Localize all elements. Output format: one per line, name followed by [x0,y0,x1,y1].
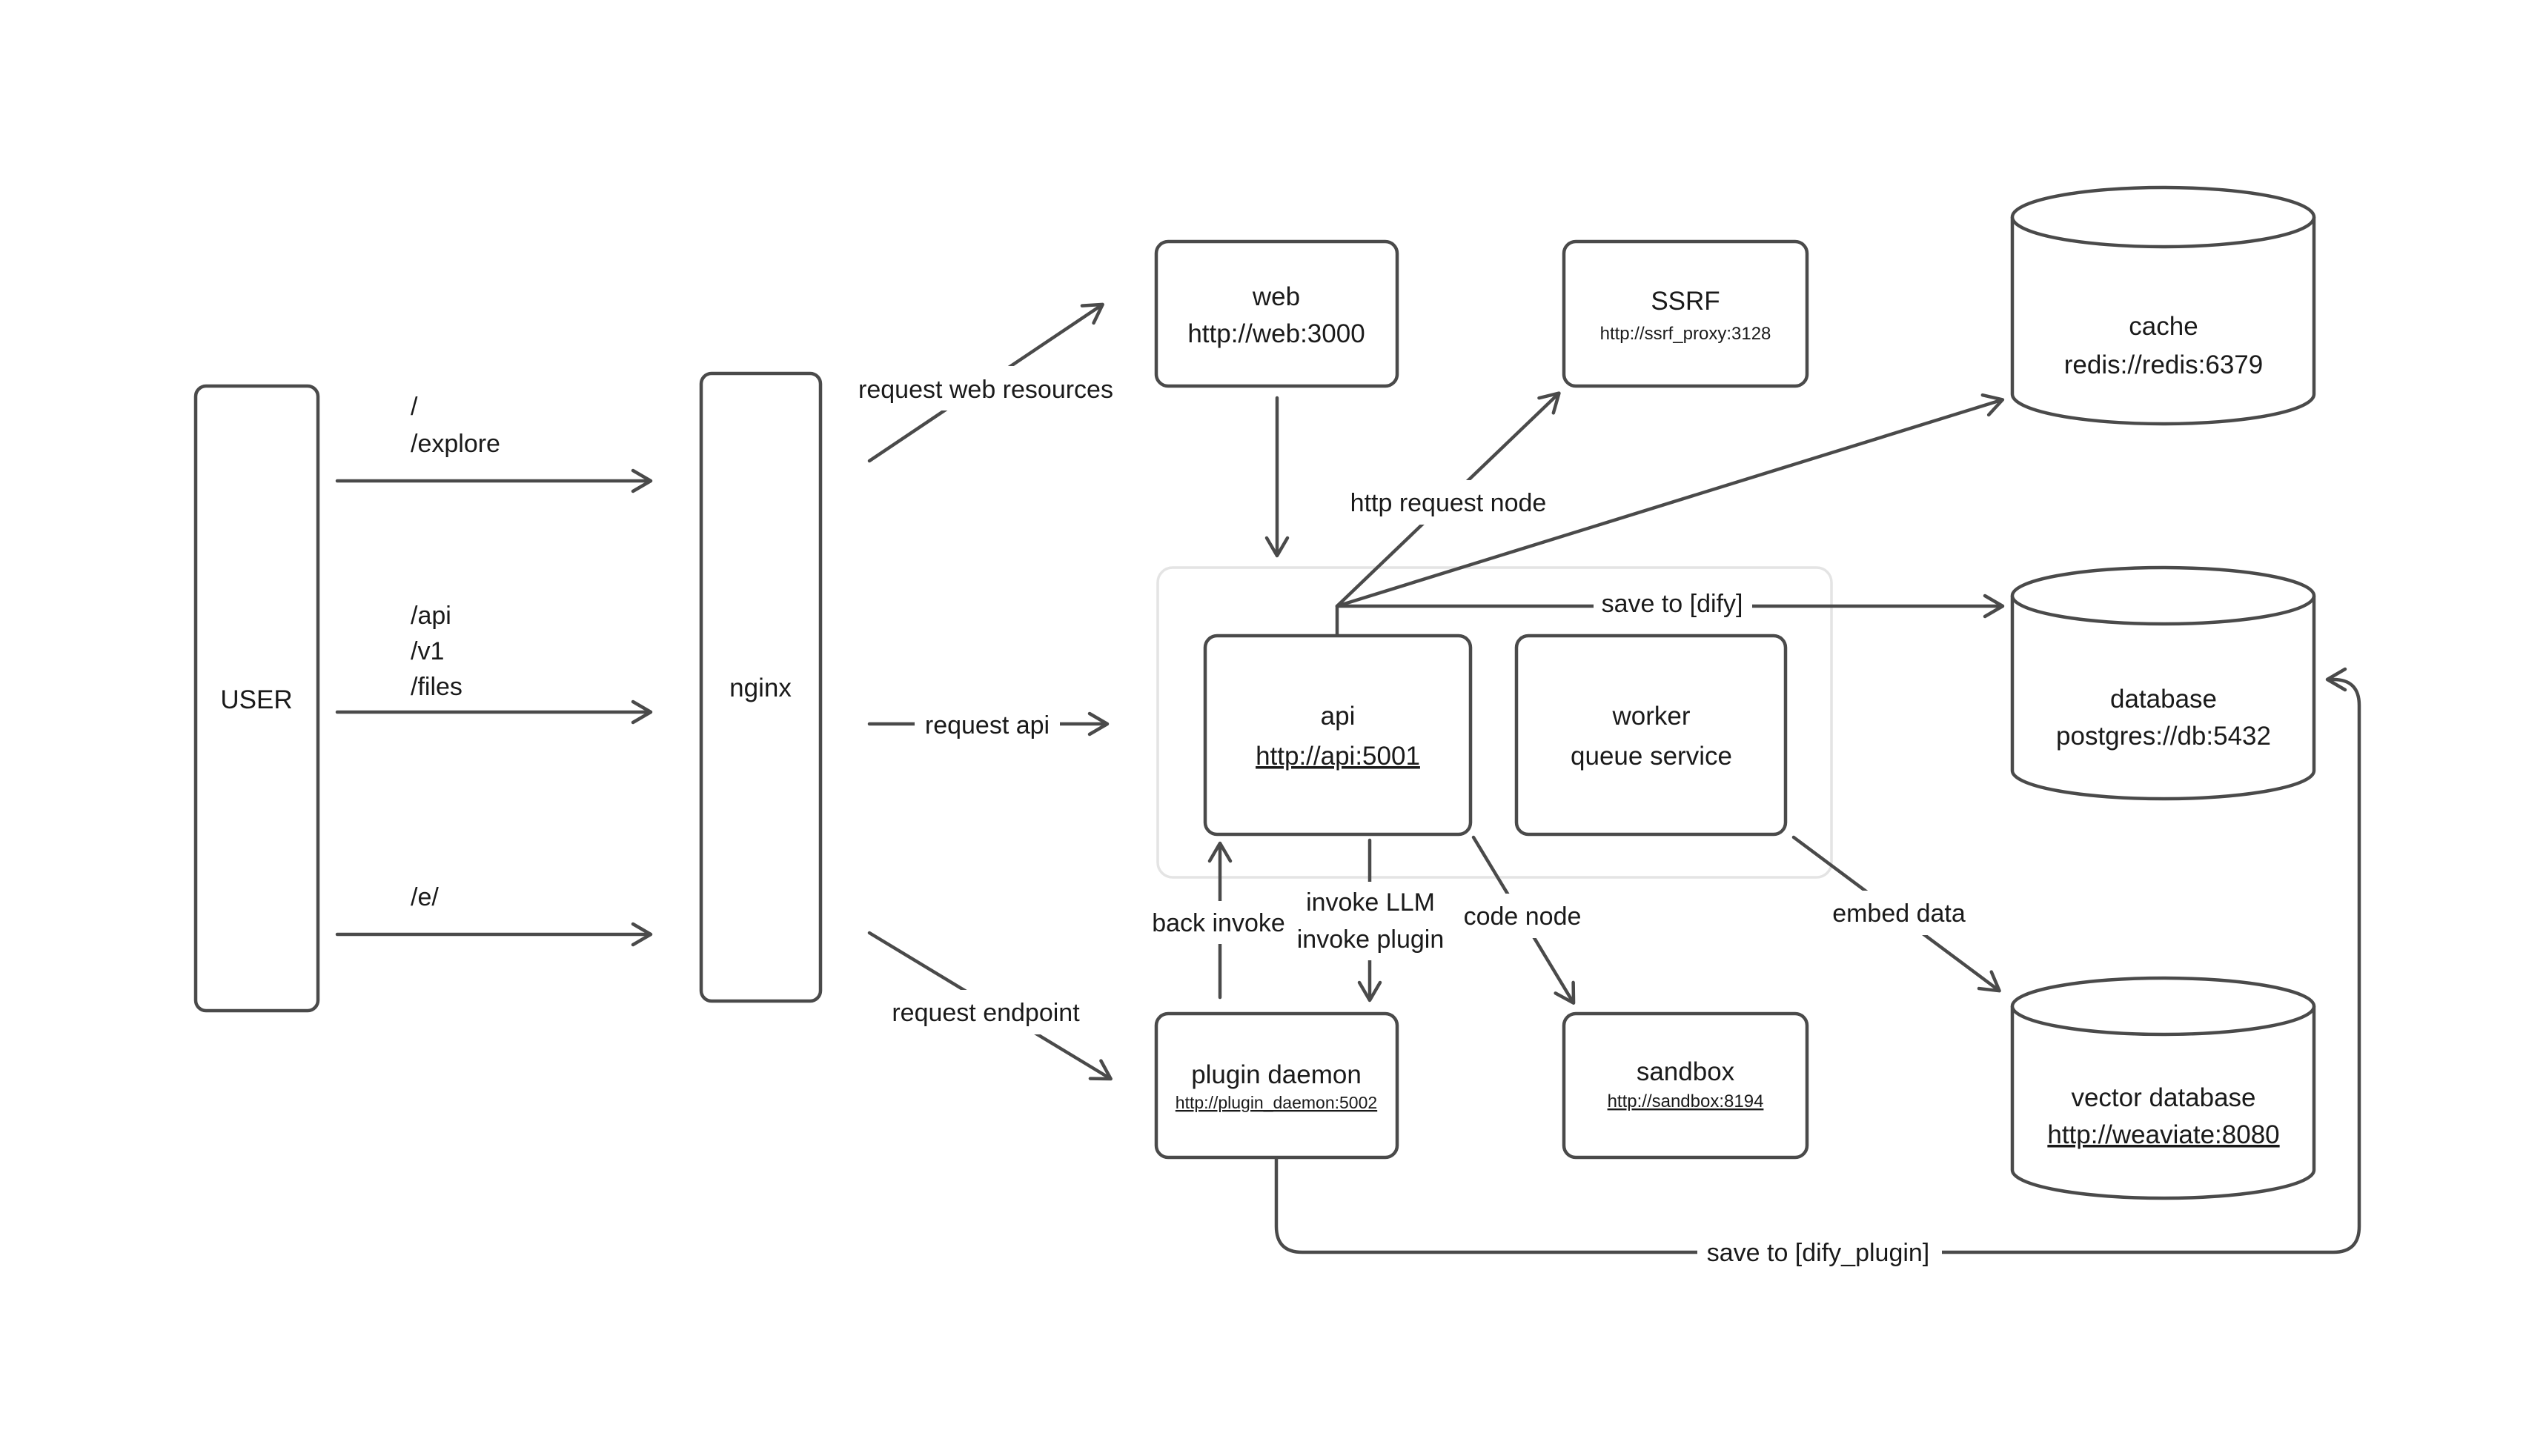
route-label-root: / [411,393,418,421]
label-embed-data: embed data [1832,900,1966,928]
node-sandbox-url-link[interactable]: http://sandbox:8194 [1608,1091,1764,1111]
node-worker-subtitle: queue service [1571,742,1732,771]
node-cache: cache redis://redis:6379 [2010,185,2316,426]
node-api-title: api [1321,702,1356,731]
route-label-e: /e/ [411,883,439,911]
label-request-endpoint: request endpoint [892,999,1080,1027]
node-cache-url: redis://redis:6379 [2064,350,2263,379]
label-code-node: code node [1464,902,1582,931]
label-http-request-node: http request node [1350,489,1547,517]
node-user: USER [193,384,320,1013]
node-vector-database-url-link[interactable]: http://weaviate:8080 [2047,1120,2279,1149]
route-label-explore: /explore [411,430,500,458]
node-web-url: http://web:3000 [1187,319,1365,348]
node-api-url-link[interactable]: http://api:5001 [1256,742,1420,771]
label-invoke-plugin: invoke plugin [1297,925,1444,954]
node-sandbox: sandbox http://sandbox:8194 [1562,1011,1809,1160]
node-ssrf: SSRF http://ssrf_proxy:3128 [1562,239,1809,388]
node-cache-title: cache [2129,312,2198,341]
node-user-label: USER [220,685,292,714]
label-request-api: request api [925,711,1050,739]
node-nginx: nginx [699,371,823,1003]
node-database: database postgres://db:5432 [2010,565,2316,801]
node-vector-database-title: vector database [2071,1083,2255,1112]
label-back-invoke: back invoke [1152,909,1285,937]
edge-labels: / /explore /api /v1 /files /e/ request w… [411,366,1967,1276]
node-sandbox-title: sandbox [1637,1057,1735,1086]
node-plugin-daemon-title: plugin daemon [1191,1060,1362,1089]
route-label-api: /api [411,602,451,630]
api-worker-group [1156,566,1833,879]
node-worker: worker queue service [1514,634,1788,837]
label-request-web-resources: request web resources [858,376,1113,404]
edge-plugin-daemon-database [1274,667,2361,1254]
node-plugin-daemon: plugin daemon http://plugin_daemon:5002 [1154,1011,1399,1160]
node-ssrf-url: http://ssrf_proxy:3128 [1600,324,1771,344]
node-nginx-label: nginx [729,674,792,702]
node-web-title: web [1252,282,1300,311]
node-database-title: database [2110,685,2217,714]
label-save-to-dify-plugin: save to [dify_plugin] [1707,1239,1930,1267]
node-vector-database: vector database http://weaviate:8080 [2010,976,2316,1200]
node-ssrf-title: SSRF [1651,287,1720,316]
route-label-v1: /v1 [411,637,444,665]
route-label-files: /files [411,673,463,701]
label-invoke-llm: invoke LLM [1306,888,1435,917]
node-api: api http://api:5001 [1203,634,1473,837]
node-plugin-daemon-url-link[interactable]: http://plugin_daemon:5002 [1176,1093,1377,1112]
edge-api-cache [1335,393,2005,608]
label-save-to-dify: save to [dify] [1602,590,1743,618]
node-database-url: postgres://db:5432 [2056,722,2271,751]
node-worker-title: worker [1611,702,1690,731]
node-web: web http://web:3000 [1154,239,1399,388]
